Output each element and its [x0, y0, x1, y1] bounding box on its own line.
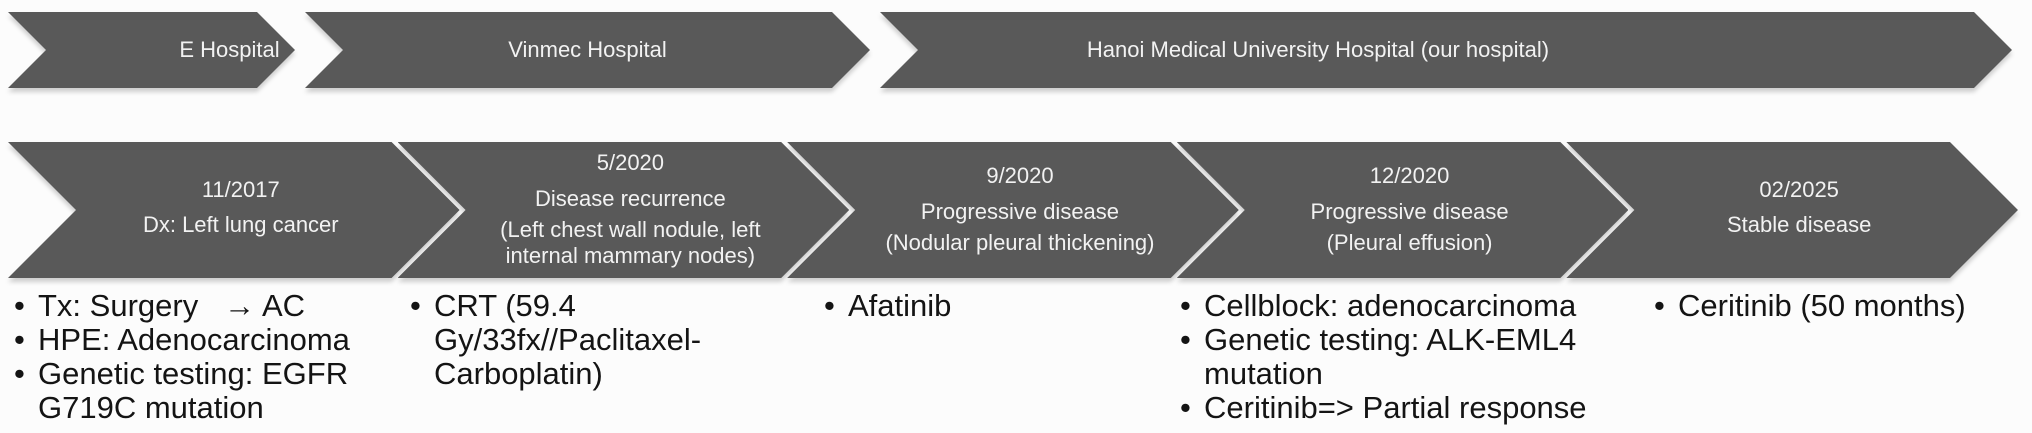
timeline-chevron-content: 9/2020 Progressive disease (Nodular pleu…: [871, 163, 1154, 256]
note-item: Ceritinib (50 months): [1652, 289, 2030, 324]
timeline-chevron-content: 12/2020 Progressive disease (Pleural eff…: [1297, 163, 1509, 256]
timeline-event: Disease recurrence: [535, 185, 726, 211]
note-item: CRT (59.4 Gy/33fx//Paclitaxel-Carboplati…: [408, 289, 848, 391]
note-item: HPE: Adenocarcinoma: [12, 323, 444, 358]
timeline-detail: (Nodular pleural thickening): [885, 230, 1155, 256]
timeline-chevron-content: 11/2017 Dx: Left lung cancer: [129, 177, 339, 244]
note-item: Afatinib: [822, 289, 1162, 324]
treatment-notes-progression-1: Afatinib: [822, 289, 1162, 324]
note-item: Ceritinib=> Partial response: [1178, 391, 1626, 426]
timeline-event: Dx: Left lung cancer: [142, 212, 339, 237]
timeline-detail: (Pleural effusion): [1326, 230, 1493, 256]
treatment-notes-stable: Ceritinib (50 months): [1652, 289, 2030, 324]
timeline-chevron-progression-1: 9/2020 Progressive disease (Nodular pleu…: [787, 142, 1239, 278]
note-item: Genetic testing: ALK-EML4 mutation: [1178, 323, 1626, 391]
timeline-date: 02/2025: [1759, 176, 1839, 202]
timeline-chevron-stable: 02/2025 Stable disease: [1566, 142, 2018, 278]
timeline-chevron-diagnosis: 11/2017 Dx: Left lung cancer: [8, 142, 460, 278]
hospital-chevron-hanoi-medical-university: Hanoi Medical University Hospital (our h…: [880, 12, 2012, 88]
timeline-date: 9/2020: [986, 163, 1054, 189]
note-item: Genetic testing: EGFR G719C mutation: [12, 357, 444, 425]
timeline-chevron-content: 02/2025 Stable disease: [1713, 177, 1871, 244]
note-item: Tx: Surgery → AC: [12, 289, 444, 324]
timeline-event: Stable disease: [1727, 212, 1872, 237]
treatment-notes-diagnosis: Tx: Surgery → AC HPE: Adenocarcinoma Gen…: [12, 289, 444, 425]
timeline-event: Progressive disease: [1310, 198, 1509, 224]
timeline-chevron-recurrence: 5/2020 Disease recurrence (Left chest wa…: [398, 142, 850, 278]
note-item: Cellblock: adenocarcinoma: [1178, 289, 1626, 324]
timeline-date: 12/2020: [1369, 163, 1450, 189]
hospital-label: E Hospital: [179, 36, 280, 62]
timeline-detail: (Left chest wall nodule, left internal m…: [500, 217, 761, 269]
timeline-chevron-content: 5/2020 Disease recurrence (Left chest wa…: [465, 150, 781, 270]
hospital-row: E Hospital Vinmec Hospital Hanoi Medical…: [8, 12, 2012, 88]
hospital-label: Vinmec Hospital: [508, 36, 667, 62]
hospital-label: Hanoi Medical University Hospital (our h…: [1086, 36, 1550, 62]
timeline-date: 5/2020: [596, 150, 665, 176]
timeline-date: 11/2017: [201, 176, 280, 202]
hospital-chevron-e-hospital: E Hospital: [8, 12, 295, 88]
treatment-notes-recurrence: CRT (59.4 Gy/33fx//Paclitaxel-Carboplati…: [408, 289, 848, 391]
timeline-chevron-progression-2: 12/2020 Progressive disease (Pleural eff…: [1177, 142, 1629, 278]
hospital-chevron-vinmec: Vinmec Hospital: [305, 12, 870, 88]
timeline-event: Progressive disease: [920, 198, 1120, 224]
timeline-row: 11/2017 Dx: Left lung cancer 5/2020 Dise…: [8, 142, 2018, 278]
treatment-notes-progression-2: Cellblock: adenocarcinoma Genetic testin…: [1178, 289, 1626, 426]
